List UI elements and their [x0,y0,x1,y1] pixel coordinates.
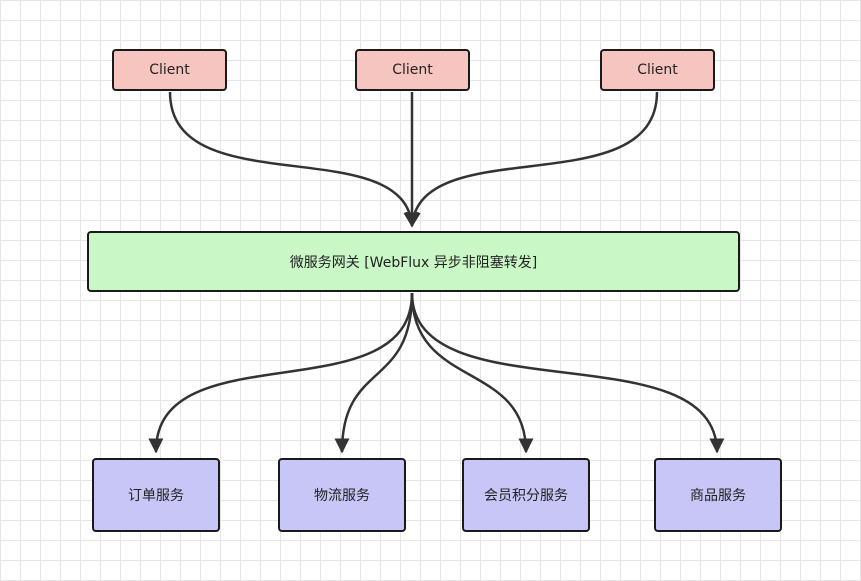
service-node-product[interactable]: 商品服务 [654,458,782,532]
service-node-member-points[interactable]: 会员积分服务 [462,458,590,532]
client-node-2[interactable]: Client [355,49,470,91]
service-node-logistics[interactable]: 物流服务 [278,458,406,532]
edge-gateway-to-service-4 [410,292,725,454]
edge-gateway-to-service-3 [410,292,534,454]
client-node-3[interactable]: Client [600,49,715,91]
edge-gateway-to-service-1 [148,292,414,454]
service-node-order[interactable]: 订单服务 [92,458,220,532]
edge-client-1-to-gateway [168,91,419,228]
edge-gateway-to-service-2 [334,292,414,454]
client-node-1[interactable]: Client [112,49,227,91]
edge-client-3-to-gateway [405,91,659,228]
gateway-node[interactable]: 微服务网关 [WebFlux 异步非阻塞转发] [87,231,740,292]
